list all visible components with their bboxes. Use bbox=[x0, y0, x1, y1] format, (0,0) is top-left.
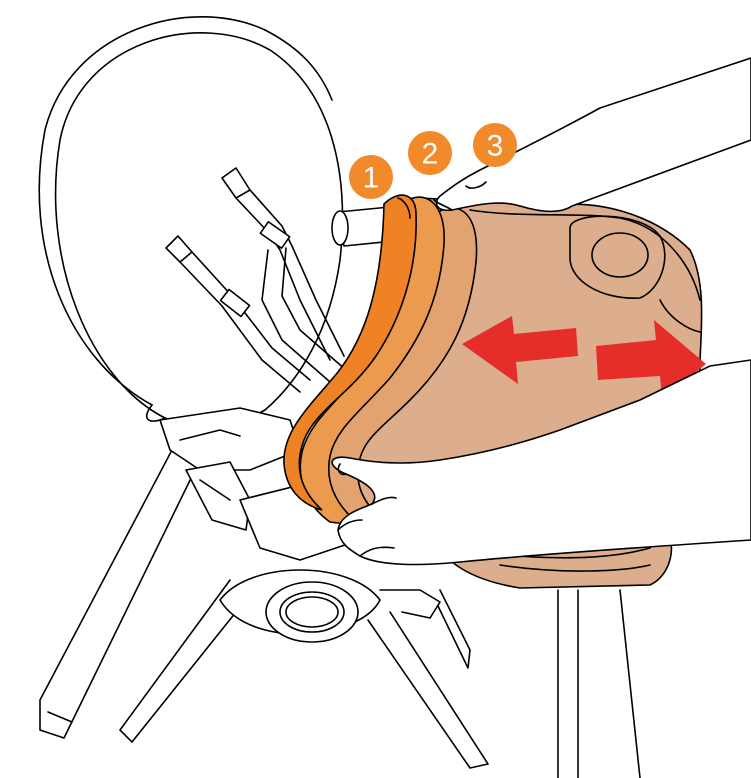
step-badge-2-label: 2 bbox=[422, 138, 439, 171]
seat-back bbox=[39, 17, 342, 426]
step-badge-3: 3 bbox=[473, 123, 517, 167]
step-badge-3-label: 3 bbox=[487, 130, 504, 163]
step-badge-1-label: 1 bbox=[363, 162, 380, 195]
step-badge-2: 2 bbox=[408, 131, 452, 175]
step-badge-1: 1 bbox=[349, 155, 393, 199]
